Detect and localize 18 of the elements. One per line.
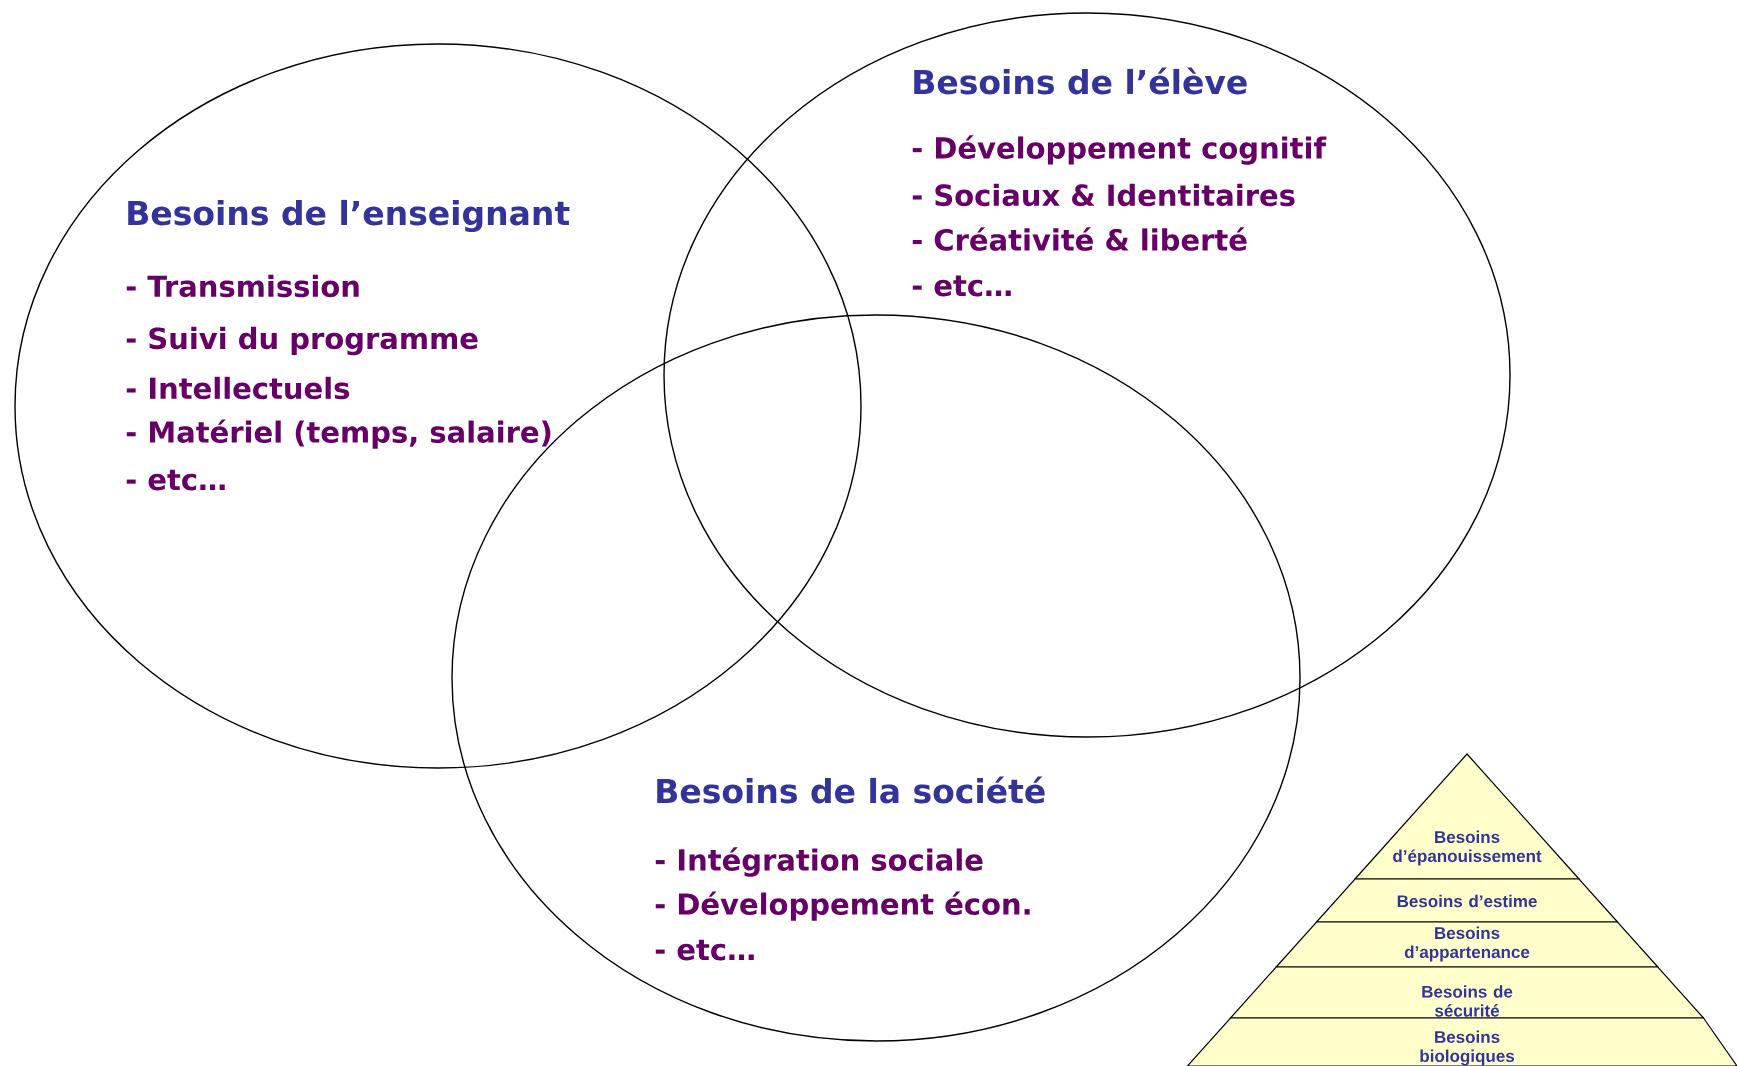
pyramid-level: Besoins de sécurité — [1229, 966, 1705, 1019]
pyramid-level: Besoins biologiques — [1186, 1017, 1737, 1066]
list-item: - Sociaux & Identitaires — [912, 183, 1295, 207]
list-item: - etc… — [912, 275, 1011, 297]
list-item: - etc… — [126, 469, 225, 491]
heading: Besoins de la société — [657, 776, 1045, 804]
list-item: - Suivi du programme — [126, 326, 478, 356]
heading: Besoins de l’enseignant — [128, 199, 570, 233]
pyramid-level: Besoins d’estime — [1315, 878, 1619, 923]
list-item: - Intégration sociale — [655, 847, 983, 877]
list-item: - Intellectuels — [126, 376, 350, 400]
list-item: - Créativité & liberté — [912, 227, 1247, 251]
list-item: - Matériel (temps, salaire) — [126, 419, 551, 449]
heading: Besoins de l’élève — [914, 67, 1247, 95]
list-item: - Transmission — [126, 274, 359, 298]
list-item: - etc… — [655, 939, 754, 961]
list-item: - Développement écon. — [655, 891, 1030, 921]
list-item: - Développement cognitif — [912, 135, 1327, 165]
